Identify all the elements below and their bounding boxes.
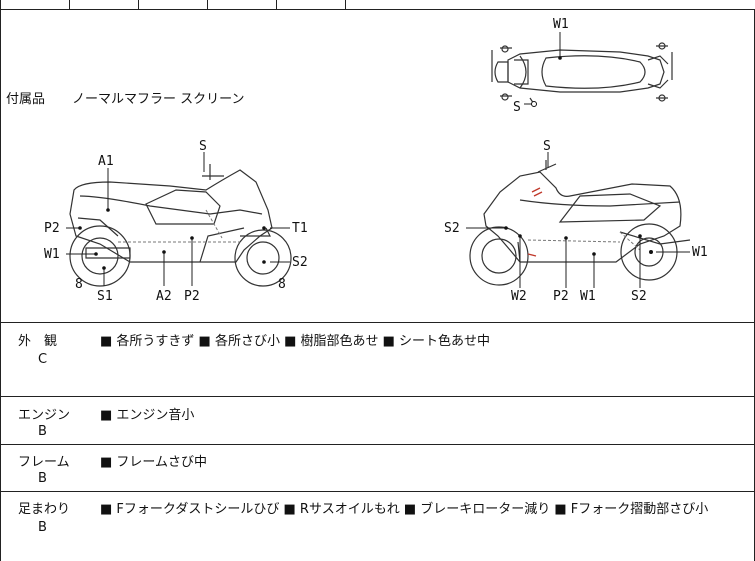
scooter-right-view	[469, 160, 691, 286]
label-left-a2: A2	[156, 289, 172, 304]
section-divider	[0, 491, 755, 492]
label-right-w2: W2	[511, 289, 527, 304]
label-right-s2: S2	[444, 221, 460, 236]
frame-label: フレーム	[18, 455, 70, 470]
accessories-label: 付属品	[6, 92, 46, 107]
frame-notes: ■ フレームさび中	[100, 455, 208, 470]
suspension-label: 足まわり	[18, 502, 71, 517]
section-divider	[0, 396, 755, 397]
table-divider	[0, 0, 1, 9]
label-right-w1b: W1	[580, 289, 596, 304]
engine-grade: B	[38, 424, 47, 439]
exterior-label: 外 観	[18, 334, 58, 349]
table-divider	[138, 0, 139, 9]
label-top-w1: W1	[553, 17, 569, 32]
engine-label: エンジン	[18, 408, 71, 423]
table-divider	[345, 0, 346, 9]
label-left-t1: T1	[292, 221, 308, 236]
label-left-p2b: P2	[184, 289, 200, 304]
label-right-s2b: S2	[631, 289, 647, 304]
label-left-8b: 8	[278, 277, 286, 292]
table-border	[0, 9, 1, 561]
label-left-a1: A1	[98, 154, 114, 169]
label-left-s: S	[199, 139, 207, 154]
exterior-grade: C	[38, 352, 48, 367]
label-right-p2: P2	[553, 289, 569, 304]
damage-diagram: W1 S A1 S P2 W1 T1 S2 8 8 S1 A2 P2 S S2 …	[44, 17, 708, 304]
table-divider	[207, 0, 208, 9]
exterior-notes: ■ 各所うすきず ■ 各所さび小 ■ 樹脂部色あせ ■ シート色あせ中	[100, 334, 491, 349]
section-divider	[0, 9, 755, 10]
accessories-value: ノーマルマフラー スクリーン	[72, 92, 245, 107]
section-divider	[0, 322, 755, 323]
label-right-w1: W1	[692, 245, 708, 260]
label-top-s: S	[513, 100, 521, 115]
section-divider	[0, 444, 755, 445]
engine-notes: ■ エンジン音小	[100, 408, 195, 423]
scooter-top-view	[491, 42, 673, 105]
label-right-s: S	[543, 139, 551, 154]
label-left-s1: S1	[97, 289, 113, 304]
label-left-8a: 8	[75, 277, 83, 292]
label-left-p2: P2	[44, 221, 60, 236]
suspension-grade: B	[38, 520, 47, 535]
table-divider	[276, 0, 277, 9]
scooter-left-view	[69, 164, 292, 287]
frame-grade: B	[38, 471, 47, 486]
suspension-notes: ■ Fフォークダストシールひび ■ Rサスオイルもれ ■ ブレーキローター減り …	[100, 502, 709, 517]
label-left-w1: W1	[44, 247, 60, 262]
label-left-s2: S2	[292, 255, 308, 270]
table-divider	[69, 0, 70, 9]
